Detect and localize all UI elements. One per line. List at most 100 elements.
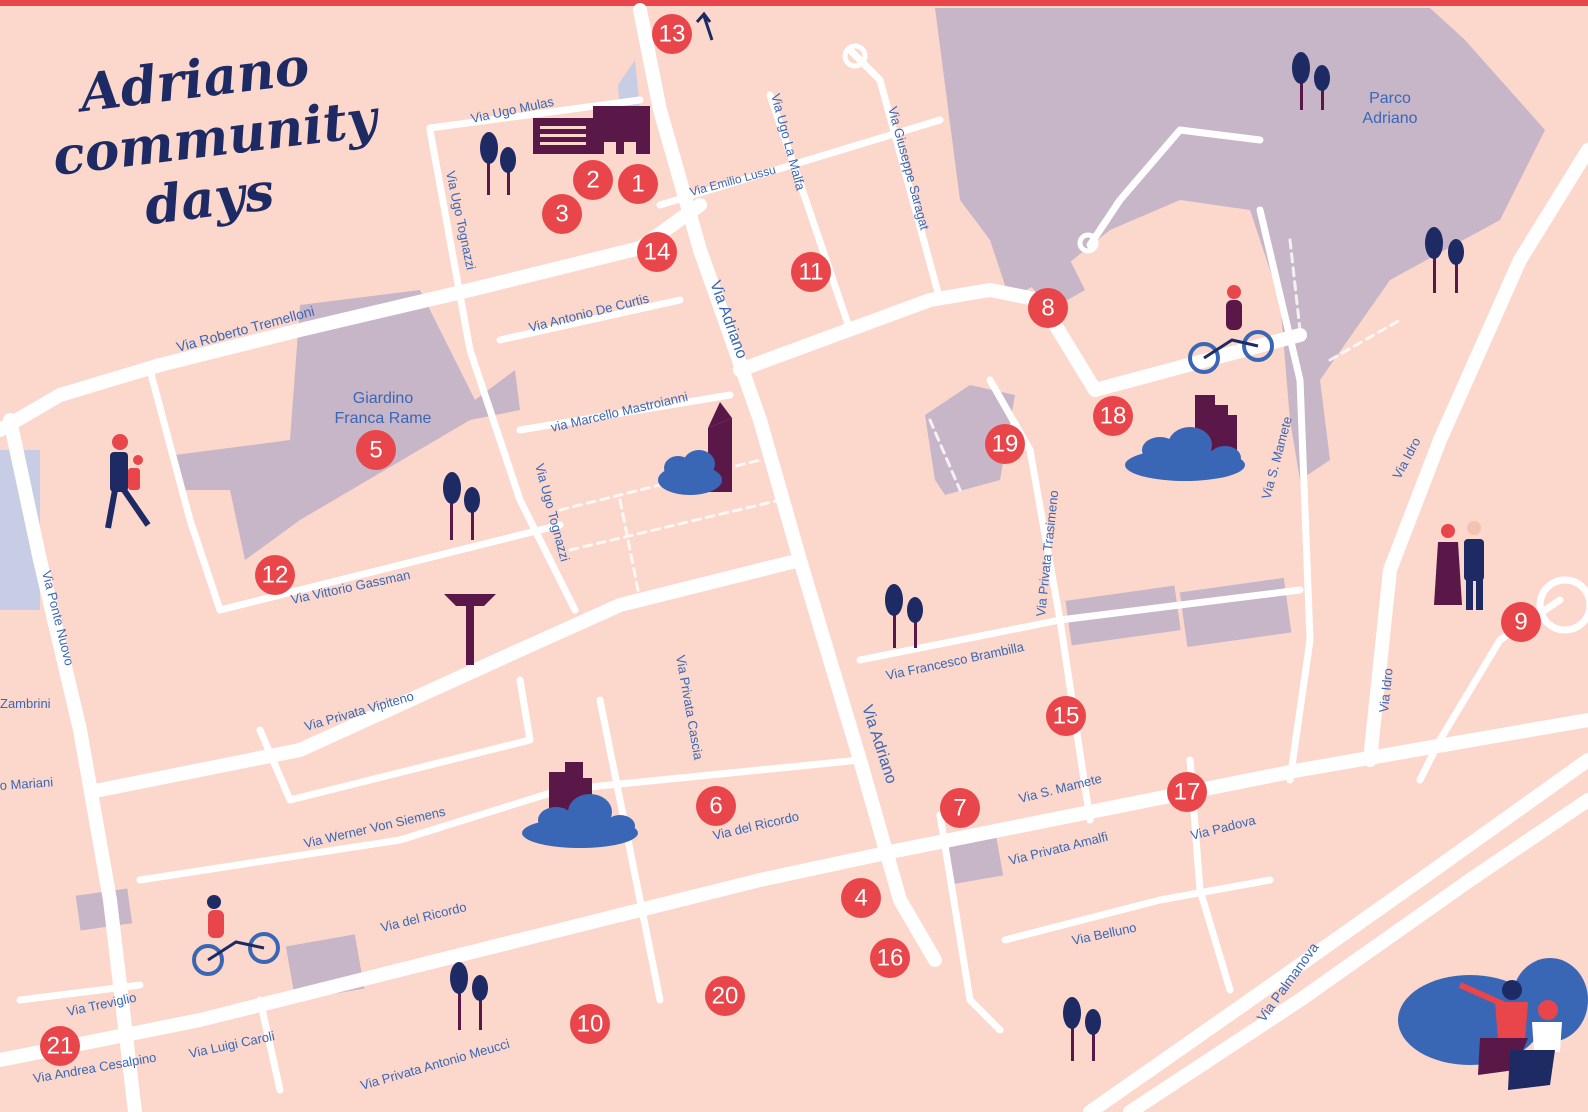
street-label: Via Luigi Caroli bbox=[188, 1028, 277, 1061]
building-icon bbox=[533, 106, 650, 154]
arrow-up-icon bbox=[695, 11, 714, 41]
street-label: o Mariani bbox=[0, 774, 54, 793]
marker-label: 8 bbox=[1041, 295, 1054, 322]
tree-icon bbox=[1292, 52, 1330, 110]
street-label: Via Ugo La Malfa bbox=[768, 92, 808, 193]
marker-label: 17 bbox=[1174, 779, 1201, 806]
map-marker[interactable]: 21 bbox=[40, 1026, 80, 1066]
marker-label: 21 bbox=[47, 1033, 74, 1060]
street-label: Via Idro bbox=[1389, 435, 1423, 481]
cloud-icon bbox=[658, 450, 722, 495]
marker-label: 3 bbox=[555, 201, 568, 228]
building-block-2 bbox=[1179, 577, 1292, 647]
marker-label: 6 bbox=[709, 793, 722, 820]
park-labels: Giardino Franca Rame Parco Adriano bbox=[335, 90, 1418, 427]
road-via-adriano bbox=[633, 3, 942, 967]
road-via-ponte-nuovo bbox=[3, 413, 142, 1112]
top-bar bbox=[0, 0, 1588, 6]
map-marker[interactable]: 11 bbox=[791, 252, 831, 292]
people-pointing-icon bbox=[1398, 958, 1588, 1090]
illustrations bbox=[105, 11, 1588, 1090]
road-via-vipiteno bbox=[93, 553, 807, 797]
marker-label: 16 bbox=[877, 945, 904, 972]
map-marker[interactable]: 18 bbox=[1093, 396, 1133, 436]
park-label-line: Giardino bbox=[353, 390, 414, 407]
map-marker[interactable]: 4 bbox=[841, 878, 881, 918]
tree-icon bbox=[885, 584, 923, 648]
map-marker[interactable]: 5 bbox=[356, 430, 396, 470]
road-via-del-ricordo bbox=[0, 713, 1588, 1067]
street-label: Zambrini bbox=[0, 696, 51, 711]
street-label: Via Ugo Tognazzi bbox=[532, 462, 573, 563]
marker-label: 2 bbox=[586, 167, 599, 194]
pedestrian-icon bbox=[105, 434, 151, 529]
road-via-idro bbox=[1363, 143, 1588, 767]
map-marker[interactable]: 19 bbox=[985, 424, 1025, 464]
road-via-palmanova bbox=[1123, 793, 1588, 1112]
map-marker[interactable]: 6 bbox=[696, 786, 736, 826]
map-marker[interactable]: 8 bbox=[1028, 288, 1068, 328]
marker-label: 18 bbox=[1100, 403, 1127, 430]
marker-label: 11 bbox=[799, 259, 824, 286]
marker-label: 14 bbox=[644, 239, 671, 266]
cyclist-icon bbox=[1188, 285, 1274, 374]
tree-icon bbox=[480, 132, 516, 195]
tree-icon bbox=[1063, 997, 1101, 1061]
marker-label: 20 bbox=[712, 983, 739, 1010]
marker-label: 1 bbox=[631, 171, 644, 198]
street-label: Via Padova bbox=[1189, 812, 1258, 843]
park-label-line: Franca Rame bbox=[335, 410, 432, 427]
map-marker[interactable]: 13 bbox=[652, 14, 692, 54]
marker-label: 19 bbox=[992, 431, 1019, 458]
tree-icon bbox=[1425, 227, 1464, 293]
map-marker[interactable]: 14 bbox=[637, 232, 677, 272]
street-label: Via Idro bbox=[1376, 667, 1396, 713]
marker-label: 12 bbox=[262, 562, 289, 589]
road-via-palmanova-2 bbox=[1083, 753, 1588, 1112]
map-marker[interactable]: 15 bbox=[1046, 696, 1086, 736]
marker-label: 4 bbox=[854, 885, 867, 912]
marker-label: 15 bbox=[1053, 703, 1080, 730]
couple-icon bbox=[1434, 521, 1484, 610]
park-area-19 bbox=[925, 385, 1015, 495]
road-curve-east bbox=[733, 283, 1307, 397]
cyclist-icon bbox=[192, 895, 280, 976]
map-marker[interactable]: 16 bbox=[870, 938, 910, 978]
map-marker[interactable]: 2 bbox=[573, 160, 613, 200]
street-label: via Marcello Mastroianni bbox=[549, 389, 689, 435]
street-label: Via Emilio Lussu bbox=[688, 162, 777, 198]
statue-icon bbox=[444, 594, 496, 665]
marker-label: 10 bbox=[577, 1011, 604, 1038]
map-marker[interactable]: 12 bbox=[255, 555, 295, 595]
map-marker[interactable]: 7 bbox=[940, 788, 980, 828]
map-marker[interactable]: 1 bbox=[618, 164, 658, 204]
marker-label: 7 bbox=[953, 795, 966, 822]
street-label: Via Francesco Brambilla bbox=[885, 639, 1026, 683]
markers[interactable]: 1 2 3 4 5 6 7 8 9 10 11 12 13 14 15 16 1… bbox=[40, 14, 1541, 1066]
map-marker[interactable]: 17 bbox=[1167, 772, 1207, 812]
map-marker[interactable]: 3 bbox=[542, 194, 582, 234]
park-giardino-area bbox=[175, 290, 520, 560]
park-adriano-area bbox=[935, 8, 1545, 480]
park-label-line: Parco bbox=[1369, 90, 1411, 107]
marker-label: 9 bbox=[1514, 609, 1527, 636]
map-title: Adriano community days bbox=[42, 32, 380, 247]
map-marker[interactable]: 20 bbox=[705, 976, 745, 1016]
marker-label: 13 bbox=[659, 21, 686, 48]
map-marker[interactable]: 9 bbox=[1501, 602, 1541, 642]
street-label: Via Privata Antonio Meucci bbox=[359, 1036, 512, 1093]
map-marker[interactable]: 10 bbox=[570, 1004, 610, 1044]
street-label: Via Privata Cascia bbox=[673, 654, 706, 762]
street-label: Via Privata Amalfi bbox=[1007, 829, 1109, 868]
cloud-icon bbox=[1125, 427, 1245, 481]
street-label: Via del Ricordo bbox=[379, 899, 468, 935]
street-label: Via S. Mamete bbox=[1258, 415, 1294, 501]
cloud-icon bbox=[522, 794, 638, 848]
tree-icon bbox=[443, 472, 480, 540]
marker-label: 5 bbox=[369, 437, 382, 464]
road-network bbox=[0, 3, 1588, 1112]
building-block-3 bbox=[946, 835, 1004, 885]
park-label-line: Adriano bbox=[1362, 110, 1417, 127]
